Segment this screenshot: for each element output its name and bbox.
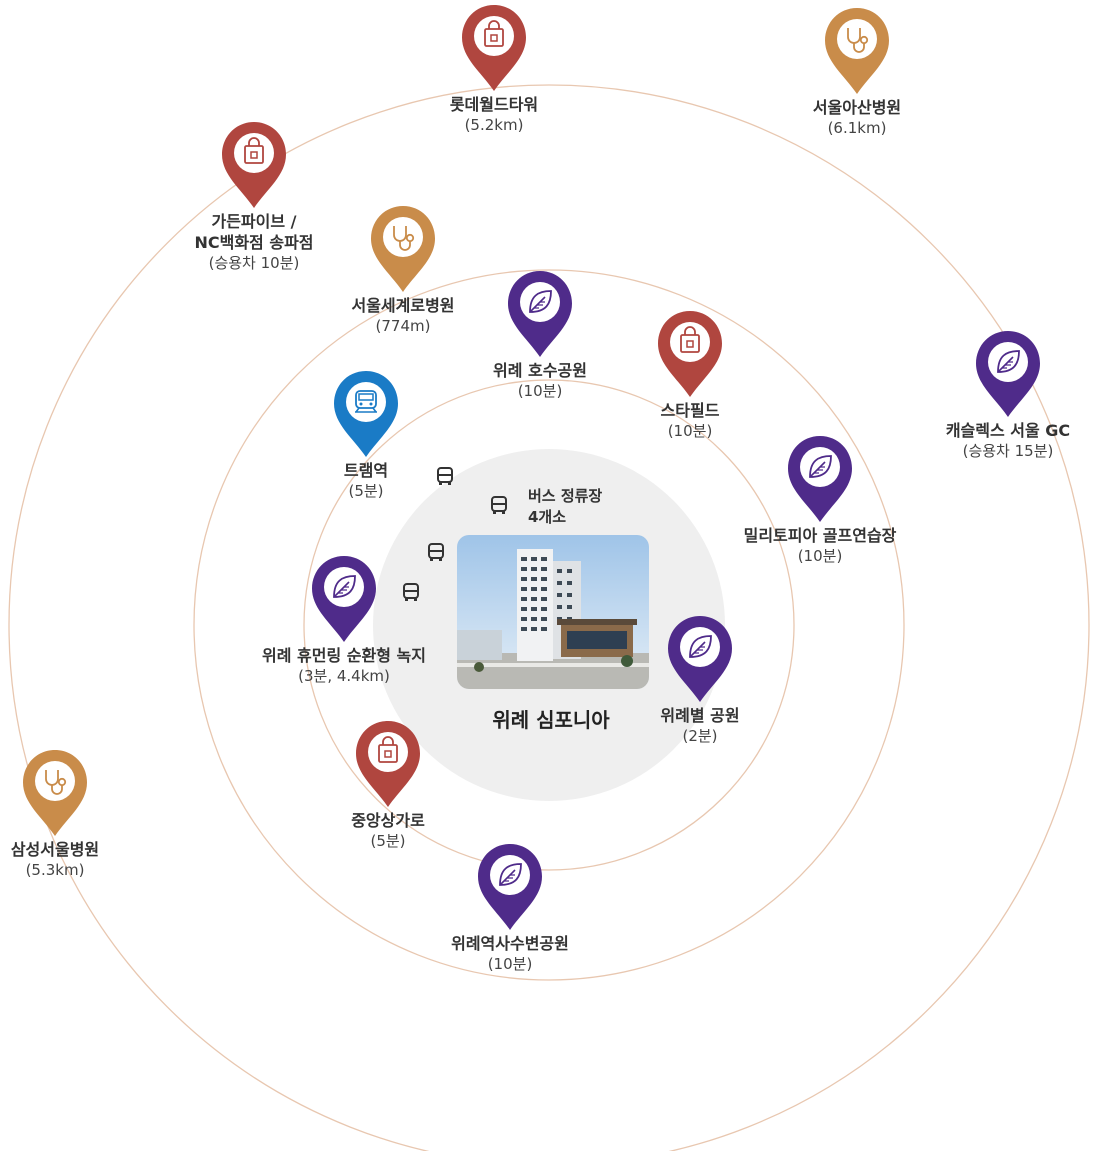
poi-samsung-seoul-hospital[interactable]: 삼성서울병원 (5.3km) bbox=[0, 747, 175, 881]
bus-icon bbox=[403, 583, 419, 601]
poi-distance: (승용차 10분) bbox=[208, 254, 300, 272]
poi-name: 서울아산병원 bbox=[812, 98, 902, 117]
ring-third bbox=[193, 269, 905, 981]
poi-distance: (10분) bbox=[517, 382, 563, 400]
poi-lotte-world-tower[interactable]: 롯데월드타워 (5.2km) bbox=[374, 2, 614, 136]
poi-distance: (3분, 4.4km) bbox=[298, 667, 390, 685]
leaf-icon bbox=[689, 635, 712, 658]
shopping-pin bbox=[462, 5, 526, 91]
hospital-pin bbox=[371, 206, 435, 292]
ring-outer bbox=[8, 84, 1090, 1151]
poi-seoul-asan-hospital[interactable]: 서울아산병원 (6.1km) bbox=[737, 5, 977, 139]
poi-distance: (5.3km) bbox=[25, 861, 85, 879]
ring-second bbox=[303, 379, 795, 871]
park-pin bbox=[668, 616, 732, 702]
park-pin bbox=[478, 844, 542, 930]
poi-wirye-lake-park[interactable]: 위례 호수공원 (10분) bbox=[420, 268, 660, 402]
hospital-pin bbox=[825, 8, 889, 94]
building-photo bbox=[457, 535, 649, 689]
poi-name: 밀리토피아 골프연습장 bbox=[743, 526, 897, 545]
poi-distance: (5.2km) bbox=[464, 116, 524, 134]
bus-stop-label: 버스 정류장 4개소 bbox=[528, 486, 602, 528]
bus-stop-label-line1: 버스 정류장 bbox=[528, 487, 603, 505]
poi-distance: (승용차 15분) bbox=[962, 442, 1054, 460]
park-pin bbox=[788, 436, 852, 522]
stethoscope-icon bbox=[847, 28, 869, 53]
hospital-pin bbox=[23, 750, 87, 836]
poi-name: 삼성서울병원 bbox=[10, 840, 100, 859]
bus-stop-label-line2: 4개소 bbox=[528, 508, 567, 526]
poi-distance: (10분) bbox=[487, 955, 533, 973]
poi-name: 위례별 공원 bbox=[660, 706, 740, 725]
poi-name: 스타필드 bbox=[660, 401, 720, 420]
poi-seoul-segero-hospital[interactable]: 서울세계로병원 (774m) bbox=[283, 203, 523, 337]
poi-name: 가든파이브 / bbox=[211, 212, 297, 231]
bus-icon bbox=[491, 496, 507, 514]
shopping-pin bbox=[222, 122, 286, 208]
poi-distance: (5분) bbox=[348, 482, 384, 500]
poi-distance: (10분) bbox=[797, 547, 843, 565]
poi-wiryebyeol-park[interactable]: 위례별 공원 (2분) bbox=[580, 613, 820, 747]
shopping-bag-icon bbox=[680, 326, 700, 353]
leaf-icon bbox=[997, 350, 1020, 373]
shopping-pin bbox=[356, 721, 420, 807]
poi-wirye-station-park[interactable]: 위례역사수변공원 (10분) bbox=[390, 841, 630, 975]
poi-name: 트램역 bbox=[343, 461, 389, 480]
poi-name: 롯데월드타워 bbox=[449, 95, 539, 114]
transit-pin bbox=[334, 371, 398, 457]
bus-icon bbox=[437, 467, 453, 485]
poi-name-line2: NC백화점 송파점 bbox=[194, 233, 314, 252]
leaf-icon bbox=[499, 863, 522, 886]
leaf-icon bbox=[809, 455, 832, 478]
shopping-bag-icon bbox=[244, 137, 264, 164]
poi-tram-station[interactable]: 트램역 (5분) bbox=[246, 368, 486, 502]
shopping-pin bbox=[658, 311, 722, 397]
poi-name: 위례역사수변공원 bbox=[451, 934, 569, 953]
poi-distance: (5분) bbox=[370, 832, 406, 850]
poi-distance: (10분) bbox=[667, 422, 713, 440]
poi-distance: (6.1km) bbox=[827, 119, 887, 137]
poi-name: 위례 호수공원 bbox=[493, 361, 587, 380]
park-pin bbox=[976, 331, 1040, 417]
poi-name: 캐슬렉스 서울 GC bbox=[945, 421, 1071, 440]
poi-castlex-gc[interactable]: 캐슬렉스 서울 GC (승용차 15분) bbox=[888, 328, 1099, 462]
poi-central-arcade[interactable]: 중앙상가로 (5분) bbox=[268, 718, 508, 852]
poi-starfield[interactable]: 스타필드 (10분) bbox=[570, 308, 810, 442]
center-building-name: 위례 심포니아 bbox=[492, 708, 610, 732]
poi-distance: (2분) bbox=[682, 727, 718, 745]
poi-name: 중앙상가로 bbox=[351, 811, 425, 830]
park-pin bbox=[508, 271, 572, 357]
stethoscope-icon bbox=[45, 770, 67, 795]
shopping-bag-icon bbox=[378, 736, 398, 763]
shopping-bag-icon bbox=[484, 20, 504, 47]
poi-wirye-humanring[interactable]: 위례 휴먼링 순환형 녹지 (3분, 4.4km) bbox=[224, 553, 464, 687]
poi-name: 위례 휴먼링 순환형 녹지 bbox=[262, 646, 426, 665]
stethoscope-icon bbox=[393, 226, 415, 251]
poi-militopia-golf[interactable]: 밀리토피아 골프연습장 (10분) bbox=[700, 433, 940, 567]
poi-distance: (774m) bbox=[375, 317, 431, 335]
tram-icon bbox=[355, 390, 377, 413]
leaf-icon bbox=[333, 575, 356, 598]
poi-garden-five[interactable]: 가든파이브 / NC백화점 송파점 (승용차 10분) bbox=[134, 119, 374, 274]
poi-name: 서울세계로병원 bbox=[351, 296, 455, 315]
park-pin bbox=[312, 556, 376, 642]
bus-icon bbox=[428, 543, 444, 561]
leaf-icon bbox=[529, 290, 552, 313]
